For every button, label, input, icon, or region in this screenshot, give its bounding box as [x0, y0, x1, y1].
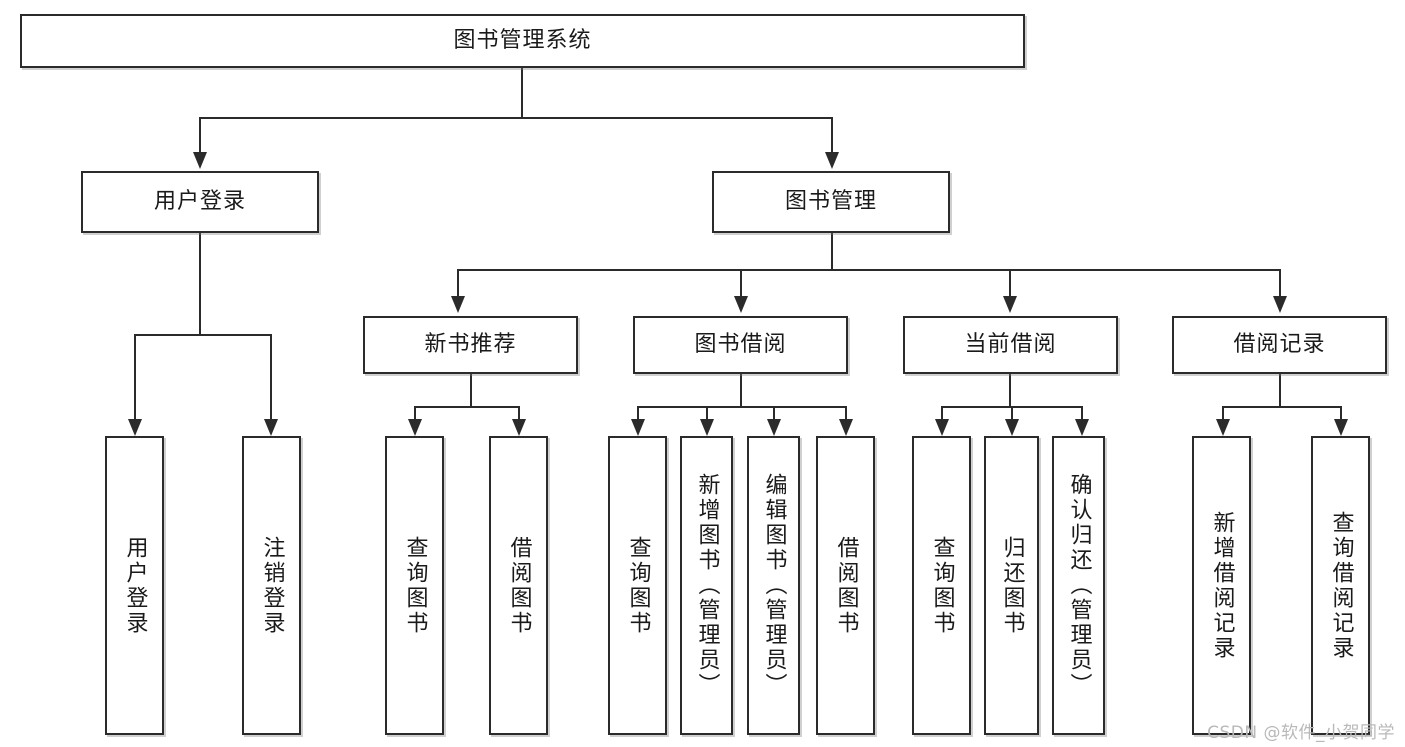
arrowhead-br-leaf-2 — [1334, 419, 1348, 436]
node-leaf-query-record[interactable]: 查询借阅记录 — [1311, 436, 1370, 735]
connector-user-login-bus — [134, 334, 272, 336]
connector-user-login-drop-1 — [134, 334, 136, 421]
connector-book-management-bus — [457, 269, 1279, 271]
connector-nbr-stem — [470, 374, 472, 407]
connector-bb-drop-2 — [706, 406, 708, 421]
connector-bb-bus — [637, 406, 846, 408]
node-leaf-add-book[interactable]: 新增图书（管理员） — [680, 436, 733, 735]
connector-nbr-bus — [414, 406, 518, 408]
node-label: 图书管理 — [784, 189, 877, 214]
connector-user-login-stem — [199, 233, 201, 335]
arrowhead-bb-leaf-1 — [631, 419, 645, 436]
node-label: 查询图书 — [402, 535, 428, 636]
connector-bm-drop-4 — [1279, 269, 1281, 298]
connector-cb-drop-1 — [941, 406, 943, 421]
connector-bm-drop-1 — [457, 269, 459, 298]
node-label: 确认归还（管理员） — [1066, 473, 1092, 698]
arrowhead-bm-to-new-book-recommend — [451, 296, 465, 313]
node-new-book-recommend[interactable]: 新书推荐 — [363, 316, 578, 374]
node-label: 新增借阅记录 — [1209, 510, 1235, 661]
csdn-watermark: CSDN @软件_小贺同学 — [1207, 723, 1395, 743]
connector-book-management-stem — [831, 233, 833, 270]
connector-user-login-drop-2 — [270, 334, 272, 421]
node-label: 当前借阅 — [964, 332, 1057, 357]
arrowhead-nbr-leaf-1 — [408, 419, 422, 436]
node-label: 查询图书 — [625, 535, 651, 636]
arrowhead-br-leaf-1 — [1216, 419, 1230, 436]
node-label: 借阅图书 — [506, 535, 532, 636]
connector-bb-drop-1 — [637, 406, 639, 421]
node-leaf-borrow-book-2[interactable]: 借阅图书 — [816, 436, 875, 735]
arrowhead-nbr-leaf-2 — [512, 419, 526, 436]
node-leaf-edit-book[interactable]: 编辑图书（管理员） — [747, 436, 800, 735]
node-leaf-query-book-3[interactable]: 查询图书 — [912, 436, 971, 735]
arrowhead-cb-leaf-3 — [1075, 419, 1089, 436]
node-label: 图书借阅 — [694, 332, 787, 357]
node-label: 用户登录 — [122, 535, 148, 636]
connector-cb-stem — [1009, 374, 1011, 407]
node-user-login[interactable]: 用户登录 — [81, 171, 319, 233]
node-leaf-query-book-1[interactable]: 查询图书 — [385, 436, 444, 735]
connector-bm-drop-2 — [740, 269, 742, 298]
node-book-borrow[interactable]: 图书借阅 — [633, 316, 848, 374]
node-leaf-query-book-2[interactable]: 查询图书 — [608, 436, 667, 735]
connector-cb-drop-3 — [1081, 406, 1083, 421]
node-borrow-record[interactable]: 借阅记录 — [1172, 316, 1387, 374]
node-label: 编辑图书（管理员） — [761, 473, 787, 698]
arrowhead-bb-leaf-2 — [700, 419, 714, 436]
arrowhead-root-to-book-management — [825, 152, 839, 169]
node-label: 图书管理系统 — [453, 28, 592, 53]
connector-root-to-user-login — [199, 117, 201, 155]
arrowhead-root-to-user-login — [193, 152, 207, 169]
arrowhead-bm-to-book-borrow — [734, 296, 748, 313]
connector-br-drop-1 — [1222, 406, 1224, 421]
node-label: 注销登录 — [259, 535, 285, 636]
node-leaf-logout[interactable]: 注销登录 — [242, 436, 301, 735]
arrowhead-user-login-leaf-1 — [128, 419, 142, 436]
node-leaf-user-login[interactable]: 用户登录 — [105, 436, 164, 735]
node-root-system[interactable]: 图书管理系统 — [20, 14, 1025, 68]
node-label: 借阅图书 — [833, 535, 859, 636]
connector-nbr-drop-1 — [414, 406, 416, 421]
connector-bb-drop-4 — [845, 406, 847, 421]
connector-br-drop-2 — [1340, 406, 1342, 421]
arrowhead-bb-leaf-3 — [767, 419, 781, 436]
connector-root-to-book-management — [831, 117, 833, 155]
node-label: 新增图书（管理员） — [694, 473, 720, 698]
node-current-borrow[interactable]: 当前借阅 — [903, 316, 1118, 374]
node-leaf-add-record[interactable]: 新增借阅记录 — [1192, 436, 1251, 735]
connector-cb-drop-2 — [1011, 406, 1013, 421]
connector-bm-drop-3 — [1009, 269, 1011, 298]
node-book-management[interactable]: 图书管理 — [712, 171, 950, 233]
arrowhead-cb-leaf-1 — [935, 419, 949, 436]
arrowhead-cb-leaf-2 — [1005, 419, 1019, 436]
connector-br-stem — [1279, 374, 1281, 407]
connector-bb-drop-3 — [773, 406, 775, 421]
node-leaf-confirm-return[interactable]: 确认归还（管理员） — [1052, 436, 1105, 735]
node-label: 借阅记录 — [1233, 332, 1326, 357]
arrowhead-bm-to-current-borrow — [1003, 296, 1017, 313]
arrowhead-bm-to-borrow-record — [1273, 296, 1287, 313]
node-label: 用户登录 — [153, 189, 246, 214]
connector-root-stem — [521, 68, 523, 118]
node-label: 查询借阅记录 — [1328, 510, 1354, 661]
connector-root-bus — [199, 117, 833, 119]
node-label: 新书推荐 — [424, 332, 517, 357]
connector-bb-stem — [740, 374, 742, 407]
connector-nbr-drop-2 — [518, 406, 520, 421]
node-leaf-borrow-book-1[interactable]: 借阅图书 — [489, 436, 548, 735]
connector-br-bus — [1222, 406, 1340, 408]
node-leaf-return-book[interactable]: 归还图书 — [984, 436, 1039, 735]
node-label: 查询图书 — [929, 535, 955, 636]
node-label: 归还图书 — [999, 535, 1025, 636]
arrowhead-bb-leaf-4 — [839, 419, 853, 436]
arrowhead-user-login-leaf-2 — [264, 419, 278, 436]
